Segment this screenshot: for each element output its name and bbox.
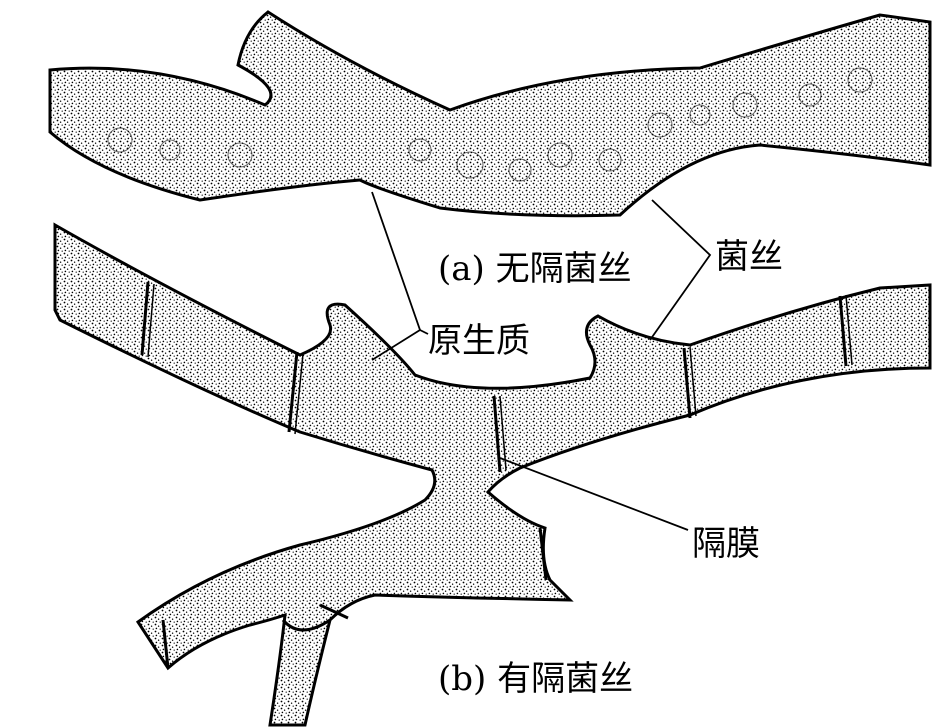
septum-2b	[294, 353, 304, 435]
leader-lines	[371, 191, 712, 531]
septum-1b	[147, 283, 155, 358]
septum-leader	[499, 457, 689, 531]
septate-hypha-body	[53, 222, 932, 727]
septum-4b	[689, 346, 697, 417]
label-hypha: 菌丝	[715, 237, 783, 277]
septate-hypha	[53, 222, 932, 727]
septum-7	[319, 603, 349, 620]
septum-2	[287, 351, 299, 433]
aseptate-hypha-body	[48, 10, 932, 218]
septa	[140, 281, 853, 669]
septum-8	[538, 527, 548, 581]
caption-aseptate: (a) 无隔菌丝	[438, 249, 632, 289]
septum-1	[140, 281, 150, 356]
branch-junction-line	[281, 618, 331, 632]
caption-septate: (b) 有隔菌丝	[438, 659, 634, 699]
septum-3	[492, 395, 502, 473]
septum-3b	[499, 395, 507, 471]
septum-6	[161, 619, 170, 669]
septum-5	[838, 295, 848, 367]
aseptate-hypha	[48, 10, 932, 218]
label-septum: 隔膜	[692, 524, 760, 564]
protoplasm-leader-tick	[419, 329, 429, 335]
hypha-leader	[649, 199, 712, 341]
septum-4	[682, 347, 692, 419]
label-protoplasm: 原生质	[428, 321, 530, 361]
septum-5b	[845, 294, 853, 366]
